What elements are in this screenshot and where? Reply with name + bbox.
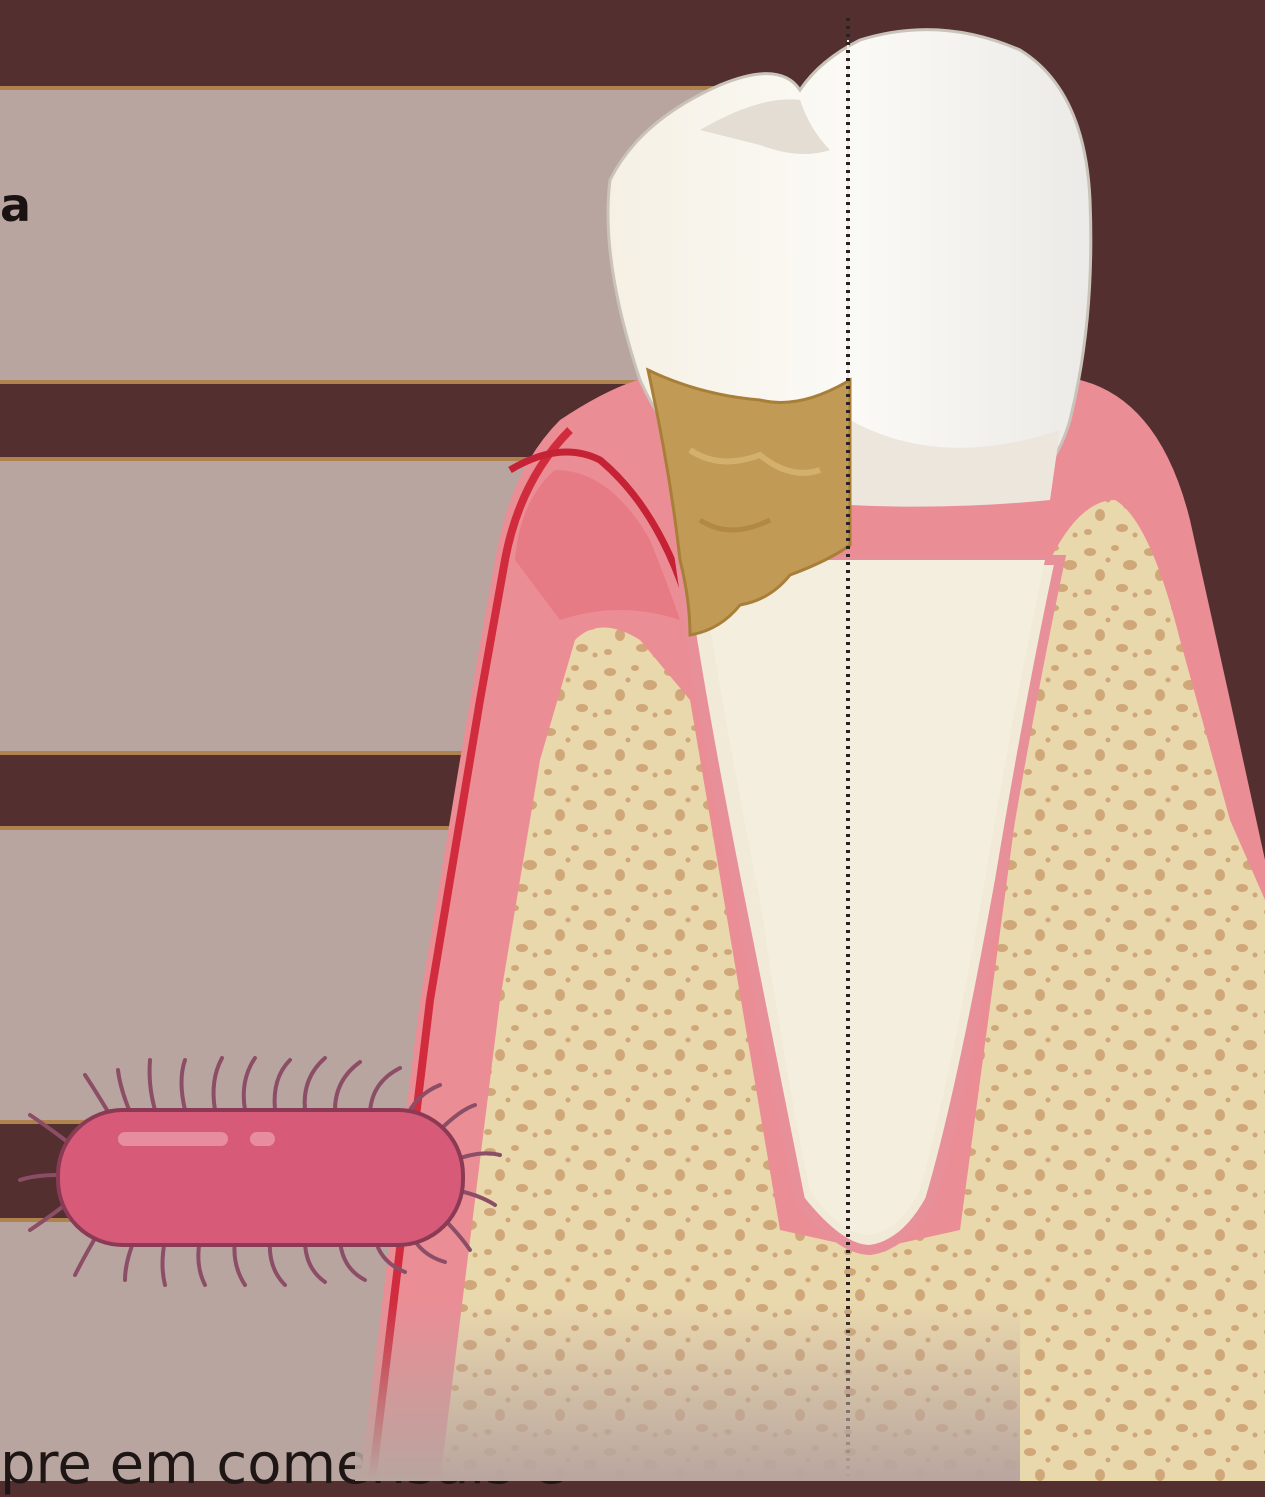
- bottom-fade: [355, 1300, 1020, 1481]
